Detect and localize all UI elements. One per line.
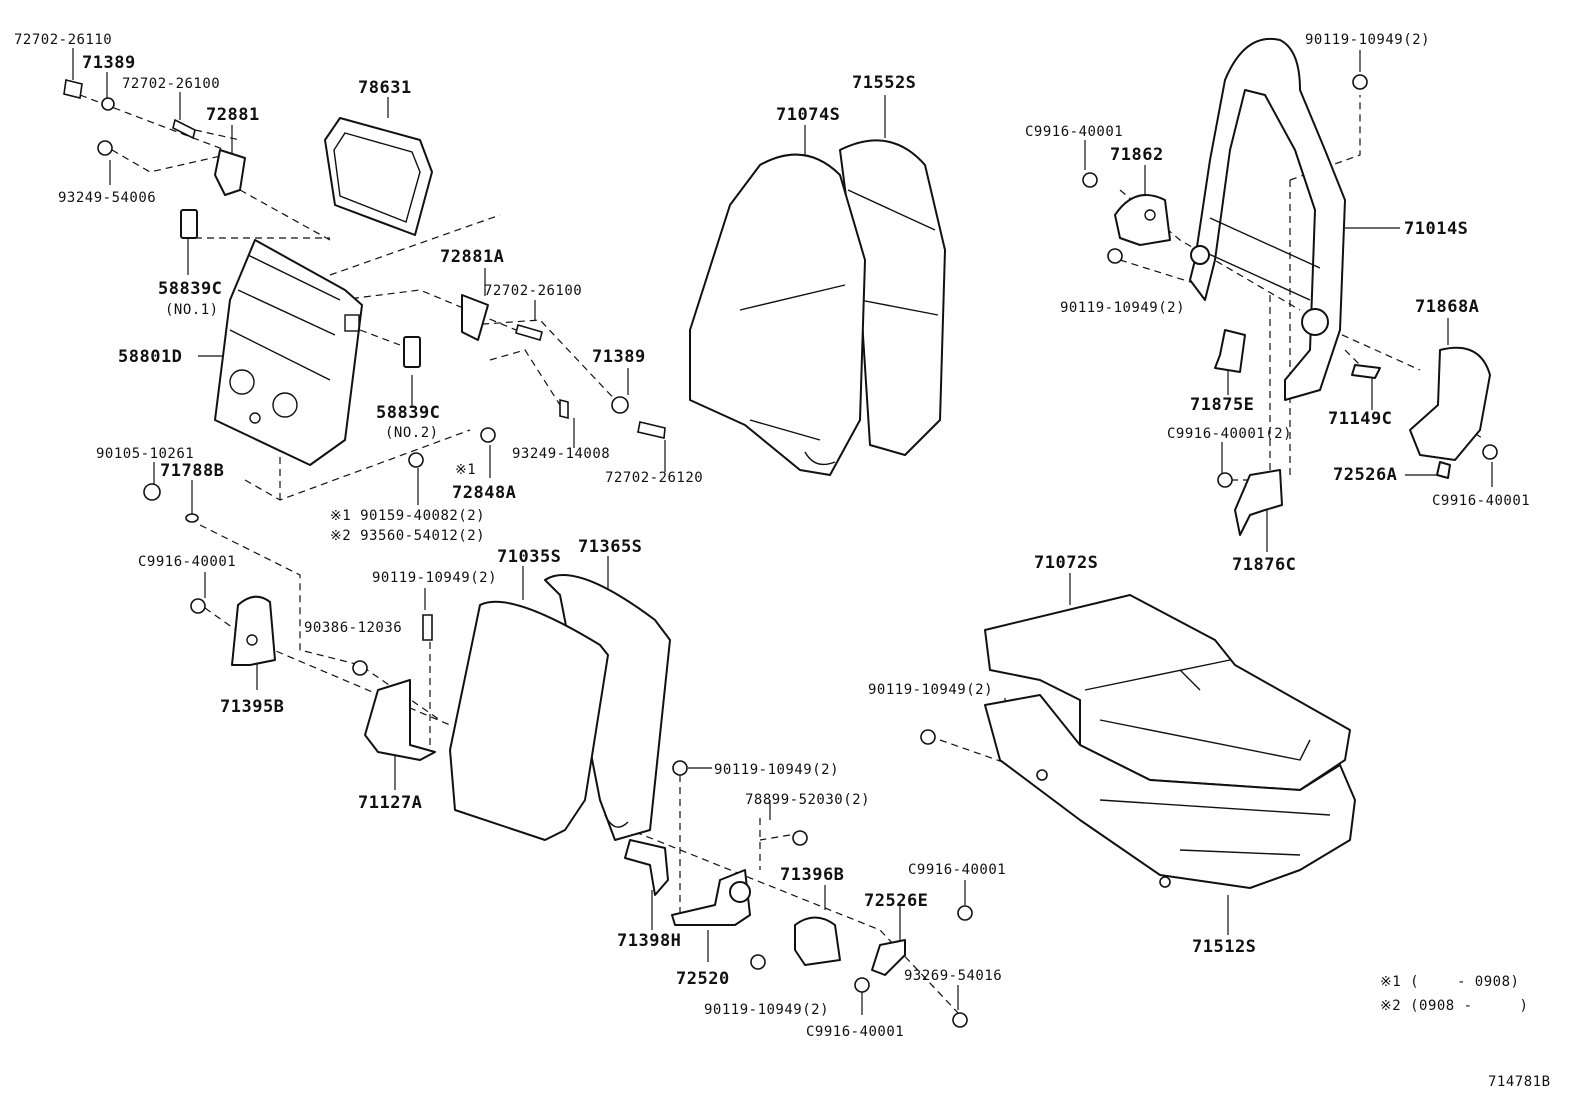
label-C9916-40001-c: C9916-40001: [1432, 493, 1530, 509]
cover-71862: [1114, 194, 1171, 246]
label-78899-52030: 78899-52030(2): [745, 792, 870, 808]
legend: ※1 ( - 0908) ※2 (0908 - ): [1380, 974, 1528, 1014]
label-58801D: 58801D: [118, 347, 182, 367]
bracket-71127A: [364, 679, 436, 761]
label-72526A: 72526A: [1333, 465, 1397, 485]
label-71788B: 71788B: [160, 461, 224, 481]
label-71398H: 71398H: [617, 931, 681, 951]
label-90119-10949-d: 90119-10949(2): [868, 682, 993, 698]
label-78631: 78631: [358, 78, 412, 98]
label-ref1-mark: ※1: [455, 462, 476, 478]
legend-ref1: ※1 ( - 0908): [1380, 974, 1519, 990]
label-58839C-1: 58839C: [158, 279, 222, 299]
label-93560-54012: ※2 93560-54012(2): [330, 528, 485, 544]
headrest-78631: [324, 117, 433, 236]
label-71127A: 71127A: [358, 793, 422, 813]
hardware-right: [1082, 74, 1498, 536]
label-71074S: 71074S: [776, 105, 840, 125]
cover-71396B: [794, 916, 841, 966]
label-71014S: 71014S: [1404, 219, 1468, 239]
legend-ref2: ※2 (0908 - ): [1380, 998, 1528, 1014]
label-71552S: 71552S: [852, 73, 916, 93]
label-72702-26110: 72702-26110: [14, 32, 112, 48]
label-90119-10949-a: 90119-10949(2): [1305, 32, 1430, 48]
label-72881: 72881: [206, 105, 260, 125]
label-71876C: 71876C: [1232, 555, 1296, 575]
label-71389-b: 71389: [592, 347, 646, 367]
label-C9916-40001-a: C9916-40001: [1025, 124, 1123, 140]
label-90386-12036: 90386-12036: [304, 620, 402, 636]
part-labels: 72702-26110 71389 72702-26100 72881 9324…: [14, 32, 1530, 1040]
label-72848A: 72848A: [452, 483, 516, 503]
label-72526E: 72526E: [864, 891, 928, 911]
hardware-lower: [672, 729, 973, 1028]
label-93249-14008: 93249-14008: [512, 446, 610, 462]
label-71365S: 71365S: [578, 537, 642, 557]
label-71395B: 71395B: [220, 697, 284, 717]
label-90119-10949-b: 90119-10949(2): [1060, 300, 1185, 316]
bracket-71395B: [231, 595, 276, 666]
label-C9916-40001-d: C9916-40001: [138, 554, 236, 570]
label-72702-26120: 72702-26120: [605, 470, 703, 486]
label-C9916-40001-f: C9916-40001: [806, 1024, 904, 1040]
pad-58839C-no1: [180, 209, 198, 239]
label-no2: (NO.2): [385, 425, 439, 441]
label-71389-a: 71389: [82, 53, 136, 73]
bracket-72526E: [871, 939, 906, 976]
rear-panel-58801D: [214, 239, 363, 466]
diagram-id: 714781B: [1488, 1074, 1551, 1090]
label-71862: 71862: [1110, 145, 1164, 165]
hinge-72520: [671, 869, 751, 926]
label-72520: 72520: [676, 969, 730, 989]
seat-back-71074S: [689, 153, 866, 476]
label-C9916-40001-e: C9916-40001: [908, 862, 1006, 878]
label-71072S: 71072S: [1034, 553, 1098, 573]
label-71512S: 71512S: [1192, 937, 1256, 957]
label-90119-10949-e: 90119-10949(2): [714, 762, 839, 778]
label-C9916-40001-b: C9916-40001(2): [1167, 426, 1292, 442]
label-90105-10261: 90105-10261: [96, 446, 194, 462]
seat-back-71035S: [449, 600, 629, 841]
label-90119-10949-f: 90119-10949(2): [704, 1002, 829, 1018]
label-71149C: 71149C: [1328, 409, 1392, 429]
label-58839C-2: 58839C: [376, 403, 440, 423]
label-93249-54006: 93249-54006: [58, 190, 156, 206]
label-71875E: 71875E: [1190, 395, 1254, 415]
cushion-71512S: [984, 694, 1356, 889]
hardware-left: [63, 79, 666, 676]
label-93269-54016: 93269-54016: [904, 968, 1002, 984]
label-71868A: 71868A: [1415, 297, 1479, 317]
label-no1: (NO.1): [165, 302, 219, 318]
frame-71014S: [1189, 37, 1346, 401]
label-90159-40082: ※1 90159-40082(2): [330, 508, 485, 524]
label-72702-26100-b: 72702-26100: [484, 283, 582, 299]
label-71396B: 71396B: [780, 865, 844, 885]
label-72881A: 72881A: [440, 247, 504, 267]
seat-back-71552S: [839, 139, 946, 456]
label-72702-26100-a: 72702-26100: [122, 76, 220, 92]
cover-71868A: [1409, 346, 1491, 461]
pad-58839C-no2: [403, 336, 421, 368]
label-71035S: 71035S: [497, 547, 561, 567]
label-90119-10949-c: 90119-10949(2): [372, 570, 497, 586]
bracket-71398H: [624, 839, 669, 896]
